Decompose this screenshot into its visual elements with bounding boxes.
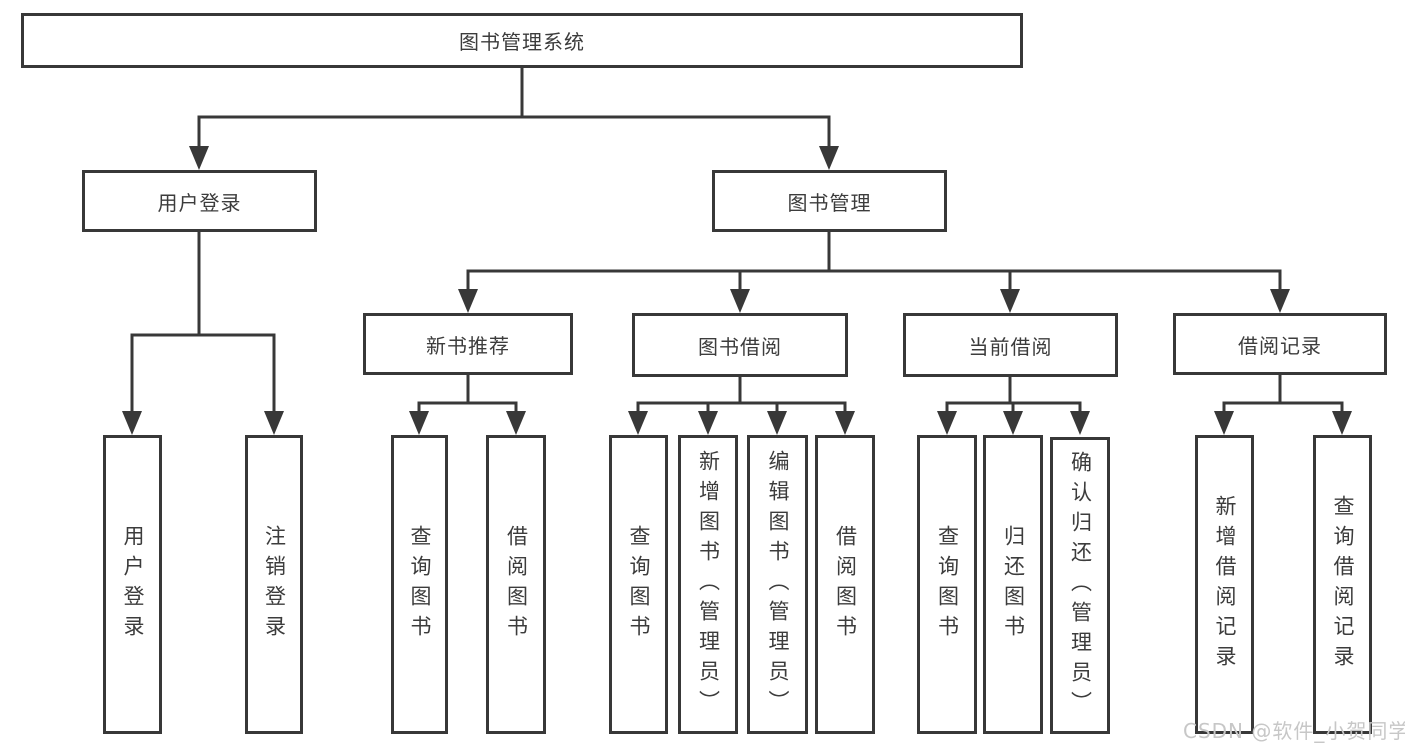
leaf-add-book-admin: 新增图书（管理员） (678, 435, 738, 734)
arrowhead-icons (122, 146, 1352, 435)
node-new-book-recommendation: 新书推荐 (363, 313, 573, 375)
node-borrowing-records-label: 借阅记录 (1238, 333, 1322, 358)
node-user-login: 用户登录 (82, 170, 317, 232)
leaf-borrow-book-label: 借阅图书 (833, 524, 858, 645)
leaf-query-books-borrow: 查询图书 (609, 435, 668, 734)
leaf-query-borrow-record-label: 查询借阅记录 (1331, 494, 1355, 675)
csdn-watermark: CSDN @软件_小贺同学 (1183, 719, 1405, 743)
node-book-borrowing: 图书借阅 (632, 313, 848, 377)
node-current-borrowing-label: 当前借阅 (968, 334, 1053, 359)
node-library-management-system-label: 图书管理系统 (459, 30, 585, 54)
node-current-borrowing: 当前借阅 (903, 313, 1118, 377)
leaf-user-login-label: 用户登录 (121, 524, 145, 645)
leaf-confirm-return-admin-label: 确认归还（管理员） (1068, 450, 1093, 721)
leaf-user-login: 用户登录 (103, 435, 162, 734)
leaf-confirm-return-admin: 确认归还（管理员） (1050, 437, 1110, 734)
leaf-query-borrow-record: 查询借阅记录 (1313, 435, 1372, 734)
leaf-edit-book-admin: 编辑图书（管理员） (747, 435, 808, 734)
node-book-management: 图书管理 (712, 170, 947, 232)
node-borrowing-records: 借阅记录 (1173, 313, 1387, 375)
leaf-add-borrow-record-label: 新增借阅记录 (1213, 494, 1237, 675)
node-library-management-system: 图书管理系统 (21, 13, 1023, 68)
leaf-logout-login-label: 注销登录 (262, 524, 287, 645)
leaf-add-book-admin-label: 新增图书（管理员） (696, 449, 721, 720)
leaf-borrow-books-recommend-label: 借阅图书 (504, 524, 529, 645)
leaf-return-book-label: 归还图书 (1001, 524, 1026, 645)
leaf-logout-login: 注销登录 (245, 435, 303, 734)
leaf-query-books-borrow-label: 查询图书 (627, 524, 651, 645)
leaf-borrow-book: 借阅图书 (815, 435, 875, 734)
leaf-borrow-books-recommend: 借阅图书 (486, 435, 546, 734)
node-book-management-label: 图书管理 (787, 190, 872, 215)
leaf-add-borrow-record: 新增借阅记录 (1195, 435, 1254, 734)
leaf-query-books-current: 查询图书 (917, 435, 977, 734)
node-book-borrowing-label: 图书借阅 (698, 334, 782, 359)
node-user-login-label: 用户登录 (157, 190, 242, 215)
leaf-edit-book-admin-label: 编辑图书（管理员） (766, 449, 790, 720)
leaf-query-books-current-label: 查询图书 (935, 524, 960, 645)
leaf-query-books-recommend-label: 查询图书 (408, 524, 432, 645)
leaf-return-book: 归还图书 (983, 435, 1043, 734)
node-new-book-recommendation-label: 新书推荐 (426, 333, 510, 358)
leaf-query-books-recommend: 查询图书 (391, 435, 448, 734)
